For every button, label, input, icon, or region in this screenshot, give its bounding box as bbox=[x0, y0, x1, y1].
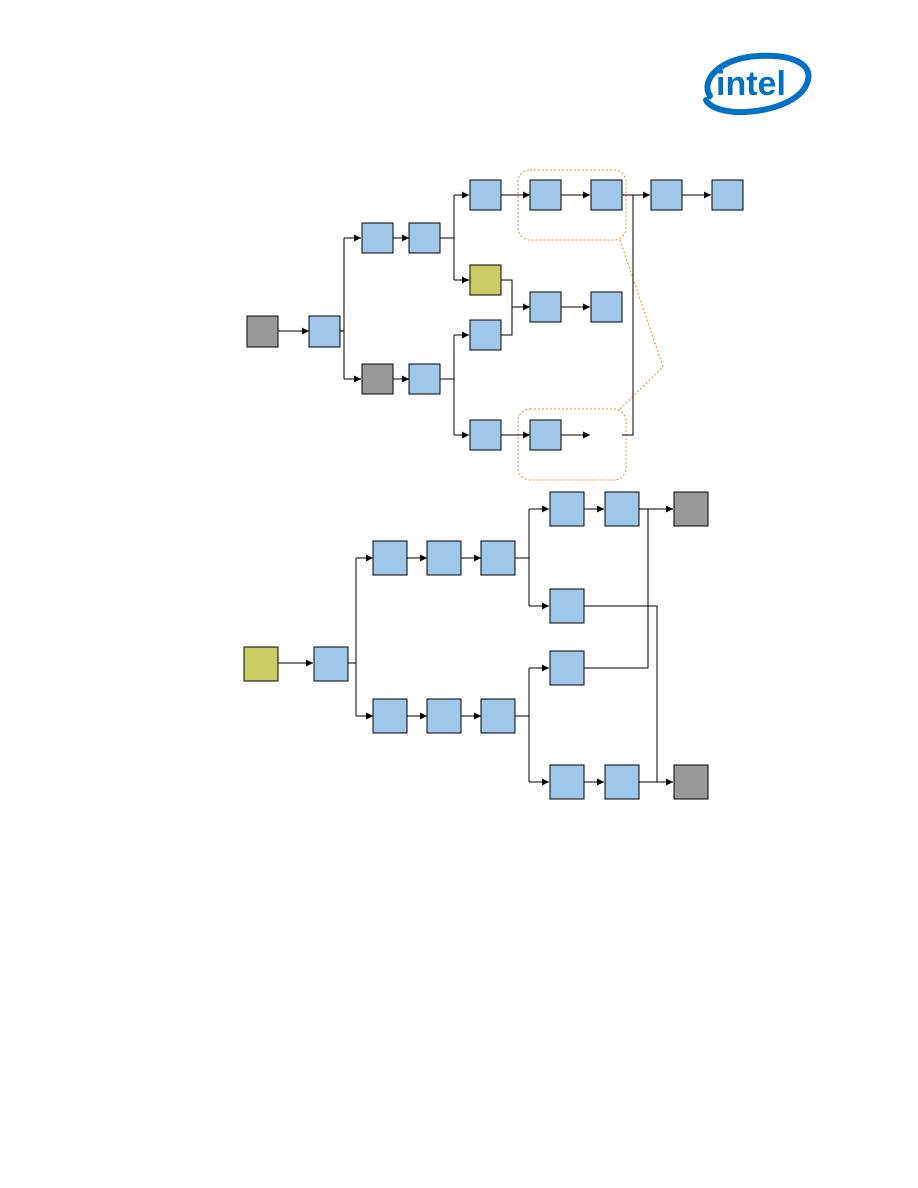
node-process bbox=[469, 319, 502, 351]
node-process bbox=[426, 698, 462, 734]
bottom-diagram bbox=[243, 491, 709, 800]
node-gray-end bbox=[673, 491, 709, 527]
node-process bbox=[604, 764, 640, 800]
node-process bbox=[529, 179, 562, 211]
node-gray-end bbox=[673, 764, 709, 800]
bottom-edges bbox=[278, 505, 673, 786]
node-process bbox=[604, 491, 640, 527]
top-edges bbox=[278, 191, 711, 439]
node-process bbox=[372, 540, 408, 576]
node-process bbox=[549, 588, 585, 624]
node-process bbox=[529, 291, 562, 323]
node-process bbox=[549, 650, 585, 686]
node-process bbox=[313, 646, 349, 682]
node-gray-end bbox=[590, 291, 623, 323]
node-olive-end bbox=[711, 179, 744, 211]
node-gray-start bbox=[246, 315, 279, 348]
node-process bbox=[408, 222, 441, 254]
group-connector-line bbox=[619, 239, 664, 410]
node-process bbox=[549, 764, 585, 800]
node-process bbox=[480, 540, 516, 576]
node-process bbox=[469, 419, 502, 451]
node-process bbox=[361, 222, 394, 254]
group-outline-top bbox=[517, 169, 627, 241]
node-process bbox=[650, 179, 683, 211]
node-process bbox=[590, 179, 623, 211]
node-process bbox=[549, 491, 585, 527]
node-process bbox=[408, 363, 441, 395]
logo-swoosh bbox=[703, 52, 812, 116]
node-olive-start bbox=[243, 646, 279, 682]
node-process bbox=[480, 698, 516, 734]
node-process bbox=[529, 419, 562, 451]
group-outline-bottom bbox=[517, 408, 627, 481]
node-process bbox=[426, 540, 462, 576]
node-process bbox=[469, 264, 502, 296]
node-process bbox=[361, 363, 394, 395]
top-nodes bbox=[246, 179, 744, 451]
logo-text: intel bbox=[716, 65, 786, 103]
node-process bbox=[372, 698, 408, 734]
bottom-nodes bbox=[243, 491, 709, 800]
node-process bbox=[308, 315, 341, 348]
intel-logo: intel bbox=[703, 52, 812, 116]
top-diagram bbox=[246, 169, 744, 481]
node-process bbox=[469, 179, 502, 211]
